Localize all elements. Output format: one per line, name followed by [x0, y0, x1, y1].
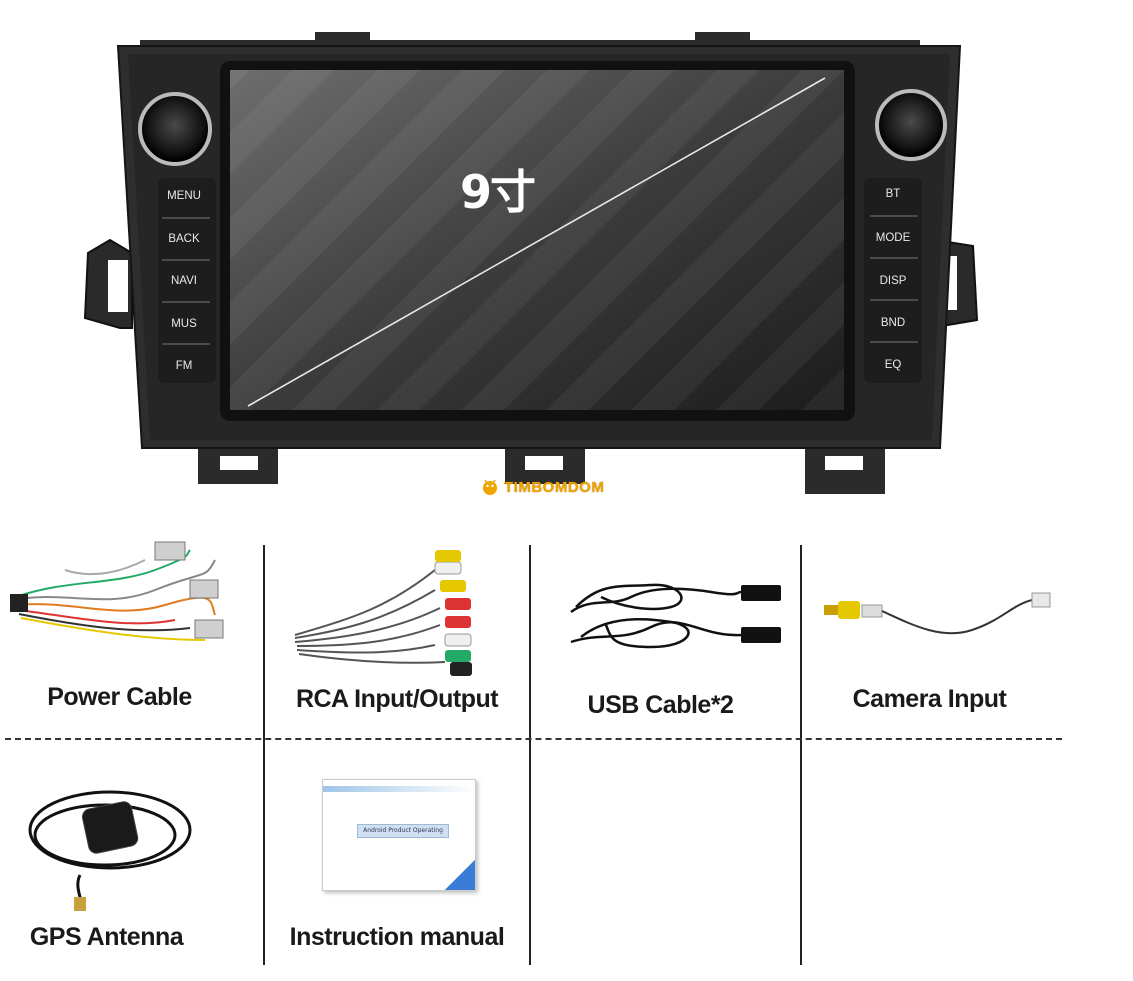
usb-cable-icon	[570, 583, 781, 649]
bnd-button[interactable]: BND	[880, 317, 906, 329]
accessory-usb-cable: USB Cable*2	[531, 545, 800, 735]
accessory-camera-cable: Camera Input	[802, 545, 1067, 735]
eq-button[interactable]: EQ	[884, 359, 902, 371]
grid-divider	[529, 545, 531, 965]
accessory-gps-antenna: GPS Antenna	[0, 745, 263, 965]
navi-button[interactable]: NAVI	[171, 275, 197, 287]
accessory-label: Instruction manual	[289, 923, 505, 951]
grid-divider	[5, 738, 1062, 740]
menu-button[interactable]: MENU	[167, 190, 201, 202]
bt-button[interactable]: BT	[885, 188, 901, 200]
accessory-power-cable: Power Cable	[0, 541, 263, 735]
accessory-label: Power Cable	[47, 683, 192, 711]
camera-cable-icon	[824, 592, 1051, 635]
mode-button[interactable]: MODE	[875, 232, 911, 244]
fm-button[interactable]: FM	[175, 360, 193, 372]
accessory-label: Camera Input	[852, 685, 1007, 713]
accessory-label: USB Cable*2	[587, 691, 734, 719]
disp-button[interactable]: DISP	[879, 275, 907, 287]
grid-divider	[800, 545, 802, 965]
rca-cable-icon	[294, 550, 472, 676]
accessory-label: GPS Antenna	[29, 923, 184, 951]
gps-antenna-icon	[28, 790, 192, 911]
brand-watermark: TIMBOMDOM	[480, 476, 604, 498]
accessory-instruction-manual: Android Product Operating Manual Instruc…	[265, 745, 529, 965]
brand-text: TIMBOMDOM	[504, 478, 605, 496]
manual-booklet-icon: Android Product Operating Manual	[322, 779, 476, 891]
accessory-rca-cable: RCA Input/Output	[265, 545, 529, 735]
manual-title: Android Product Operating Manual	[357, 824, 449, 838]
wiring-harness-icon	[10, 541, 224, 641]
accessory-label: RCA Input/Output	[295, 685, 499, 713]
mus-button[interactable]: MUS	[171, 318, 197, 330]
back-button[interactable]: BACK	[168, 233, 200, 245]
head-unit-frame	[83, 32, 979, 494]
screen-size-label: 9寸	[460, 165, 536, 219]
grid-divider	[263, 545, 265, 965]
android-icon	[483, 479, 497, 495]
head-unit: 9寸 MENU BACK NAVI MUS FM BT MODE DISP BN…	[80, 28, 985, 498]
